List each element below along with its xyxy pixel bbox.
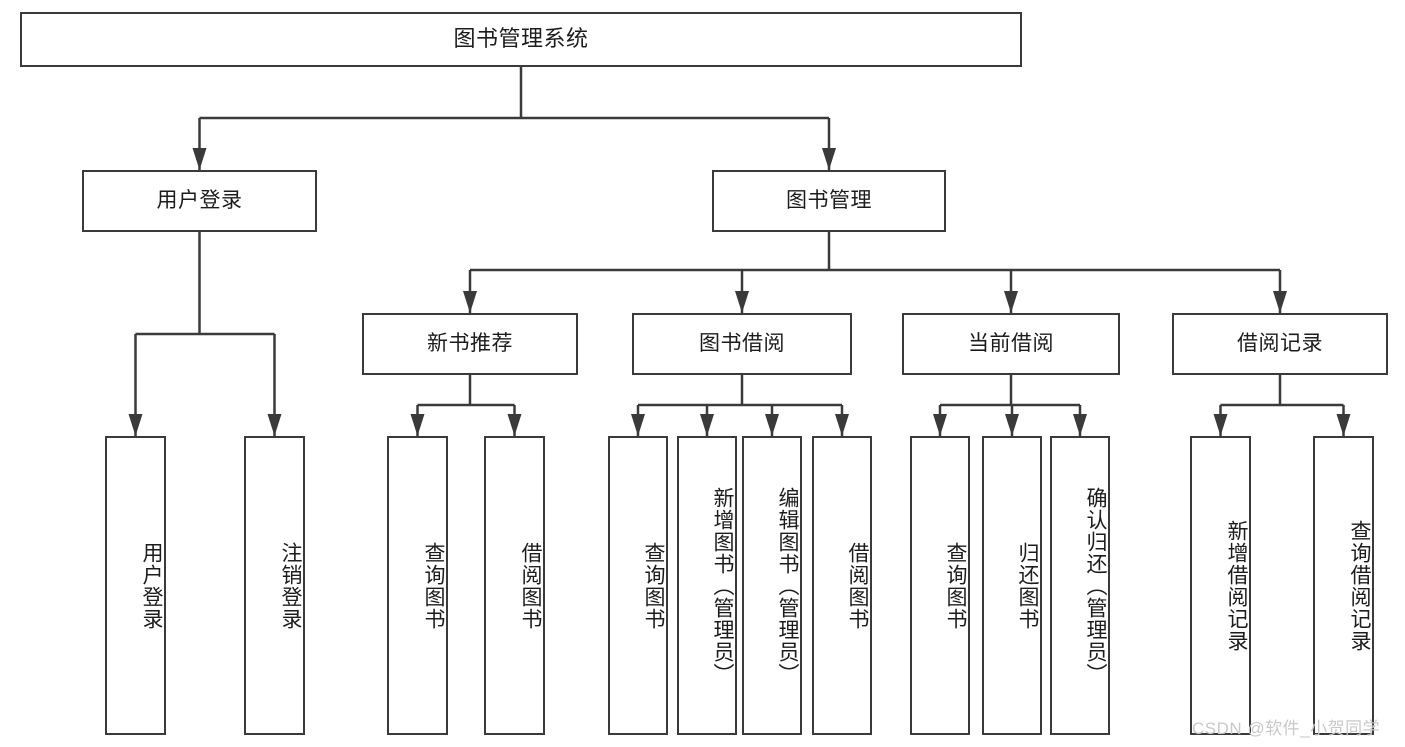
node-label: 当前借阅: [968, 332, 1054, 356]
node-login[interactable]: 用户登录: [82, 170, 317, 232]
node-leaf-bb-query[interactable]: 查询图书: [608, 436, 668, 735]
node-borrow-record[interactable]: 借阅记录: [1172, 313, 1388, 375]
node-leaf-user-login[interactable]: 用户登录: [105, 436, 166, 735]
arrowhead-icon: [765, 414, 779, 436]
node-leaf-bb-edit[interactable]: 编辑图书（管理员）: [742, 436, 802, 735]
node-label: 用户登录: [156, 189, 243, 213]
node-leaf-cb-return[interactable]: 归还图书: [982, 436, 1042, 735]
node-leaf-rec-borrow[interactable]: 借阅图书: [484, 436, 545, 735]
arrowhead-icon: [192, 148, 207, 170]
node-leaf-bb-borrow[interactable]: 借阅图书: [812, 436, 872, 735]
node-label: 查询图书: [642, 541, 665, 630]
arrowhead-icon: [1336, 414, 1351, 436]
node-leaf-rec-query[interactable]: 查询图书: [387, 436, 448, 735]
arrowhead-icon: [835, 414, 849, 436]
node-leaf-cb-query[interactable]: 查询图书: [910, 436, 970, 735]
node-new-book-rec[interactable]: 新书推荐: [362, 313, 578, 375]
node-label: 注销登录: [279, 541, 302, 630]
node-label: 借阅图书: [846, 541, 869, 630]
node-label: 确认归还（管理员）: [1084, 486, 1107, 685]
arrowhead-icon: [822, 148, 836, 170]
node-label: 编辑图书（管理员）: [776, 486, 799, 685]
node-label: 归还图书: [1016, 541, 1039, 630]
node-label: 新增借阅记录: [1225, 519, 1248, 652]
node-leaf-bb-add[interactable]: 新增图书（管理员）: [677, 436, 737, 735]
node-label: 查询图书: [944, 541, 967, 630]
node-label: 新书推荐: [427, 332, 513, 356]
node-leaf-br-add[interactable]: 新增借阅记录: [1190, 436, 1251, 735]
node-label: 图书管理: [786, 189, 872, 213]
node-leaf-user-logout[interactable]: 注销登录: [244, 436, 305, 735]
arrowhead-icon: [1005, 414, 1019, 436]
node-leaf-br-query[interactable]: 查询借阅记录: [1313, 436, 1374, 735]
arrowhead-icon: [267, 414, 282, 436]
arrowhead-icon: [700, 414, 714, 436]
arrowhead-icon: [1004, 291, 1018, 313]
node-label: 新增图书（管理员）: [711, 486, 734, 685]
node-label: 查询图书: [422, 541, 445, 630]
node-book-mgmt[interactable]: 图书管理: [712, 170, 946, 232]
node-leaf-cb-confirm[interactable]: 确认归还（管理员）: [1050, 436, 1110, 735]
node-label: 借阅记录: [1237, 332, 1323, 356]
node-label: 图书管理系统: [453, 26, 589, 52]
node-label: 图书借阅: [699, 332, 785, 356]
watermark-label: CSDN @软件_小贺同学: [1192, 719, 1381, 738]
arrowhead-icon: [463, 291, 477, 313]
arrowhead-icon: [1273, 291, 1287, 313]
arrowhead-icon: [933, 414, 947, 436]
arrowhead-icon: [1213, 414, 1228, 436]
arrowhead-icon: [735, 291, 749, 313]
arrowhead-icon: [1073, 414, 1087, 436]
arrowhead-icon: [128, 414, 143, 436]
node-current-borrow[interactable]: 当前借阅: [902, 313, 1120, 375]
arrowhead-icon: [631, 414, 645, 436]
node-label: 借阅图书: [519, 541, 542, 630]
arrowhead-icon: [410, 414, 425, 436]
node-book-borrow[interactable]: 图书借阅: [632, 313, 852, 375]
node-label: 用户登录: [140, 541, 163, 630]
node-root[interactable]: 图书管理系统: [20, 12, 1022, 67]
node-label: 查询借阅记录: [1348, 519, 1371, 652]
arrowhead-icon: [507, 414, 522, 436]
